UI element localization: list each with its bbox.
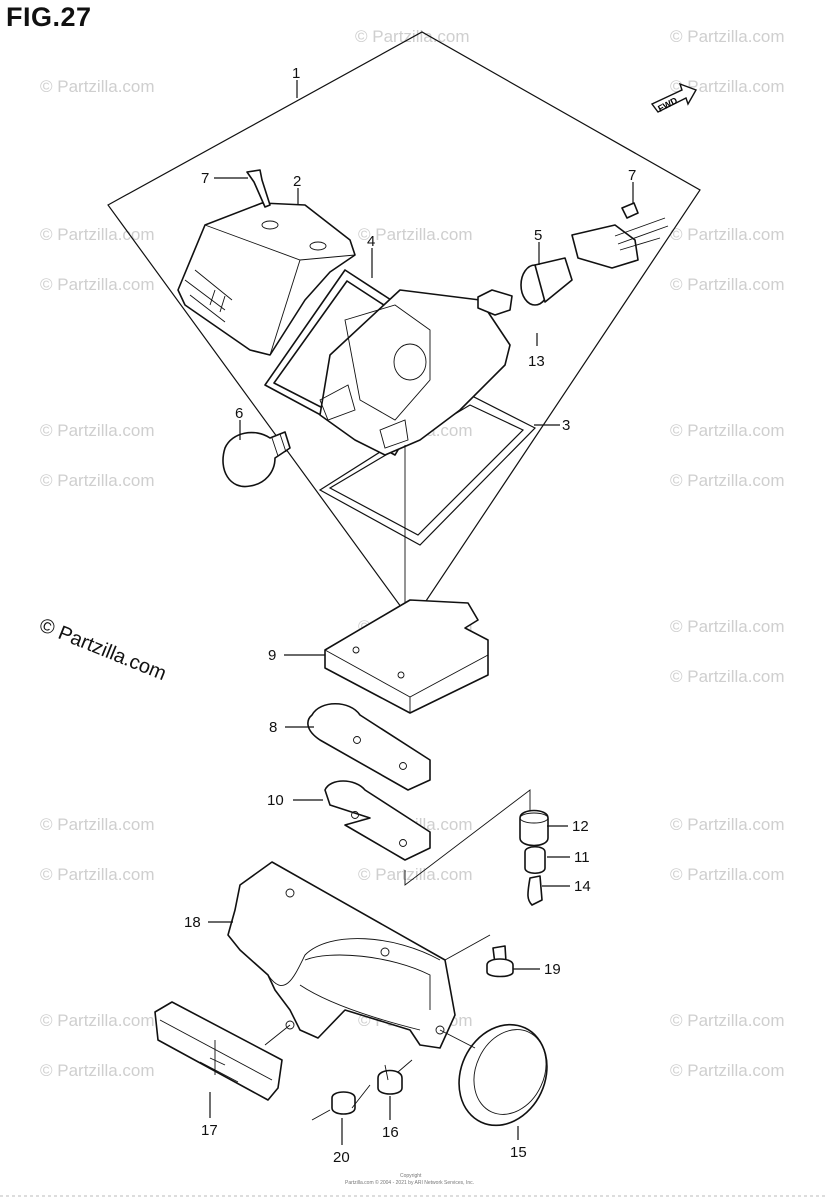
callout-8: 8 <box>269 719 277 736</box>
callout-7: 7 <box>628 167 636 184</box>
callout-1: 1 <box>292 65 300 82</box>
callout-7: 7 <box>201 170 209 187</box>
watermark: © Partzilla.com <box>40 275 155 294</box>
nut-part <box>331 1091 356 1115</box>
callout-3: 3 <box>562 417 570 434</box>
figure-title: FIG.27 <box>6 2 92 32</box>
bulb-part <box>222 431 291 488</box>
callout-13: 13 <box>528 353 545 370</box>
plate-part <box>324 599 489 714</box>
callout-9: 9 <box>268 647 276 664</box>
connector-part <box>477 289 513 316</box>
bracket-plate-part <box>324 780 431 861</box>
watermark: © Partzilla.com <box>670 77 785 96</box>
watermark: © Partzilla.com <box>358 865 473 884</box>
rear-bracket-part <box>227 861 456 1049</box>
copyright-footer: Copyright Partzilla.com © 2004 - 2021 by… <box>345 1173 474 1186</box>
watermark: © Partzilla.com <box>40 77 155 96</box>
lamp-body-part <box>319 289 511 456</box>
callout-5: 5 <box>534 227 542 244</box>
round-reflector-part <box>458 1023 548 1127</box>
watermark: © Partzilla.com <box>670 225 785 244</box>
watermark: © Partzilla.com <box>670 1011 785 1030</box>
callout-20: 20 <box>333 1149 350 1166</box>
watermark: © Partzilla.com <box>670 815 785 834</box>
callout-11: 11 <box>574 849 590 866</box>
watermark: © Partzilla.com <box>40 1011 155 1030</box>
callout-numbers: 1 2 3 4 5 6 7 7 8 9 10 11 12 13 14 15 16… <box>184 65 636 1166</box>
watermark: © Partzilla.com <box>40 865 155 884</box>
watermark: © Partzilla.com <box>670 617 785 636</box>
watermark: © Partzilla.com <box>670 471 785 490</box>
watermark: © Partzilla.com <box>670 421 785 440</box>
watermark-group: © Partzilla.com © Partzilla.com © Partzi… <box>40 27 785 1080</box>
callout-12: 12 <box>572 818 589 835</box>
watermark: © Partzilla.com <box>355 27 470 46</box>
callout-14: 14 <box>574 878 591 895</box>
watermark: © Partzilla.com <box>670 865 785 884</box>
copyright-line: Copyright <box>400 1173 422 1179</box>
watermark: © Partzilla.com <box>40 815 155 834</box>
callout-leaders <box>208 80 634 1145</box>
watermark: © Partzilla.com <box>670 1061 785 1080</box>
screw-part <box>246 169 271 208</box>
lens-housing-part <box>177 202 356 356</box>
watermark: © Partzilla.com <box>40 421 155 440</box>
watermark: © Partzilla.com <box>670 275 785 294</box>
nut-part <box>377 1069 403 1095</box>
flange-bolt-part <box>486 945 514 978</box>
callout-18: 18 <box>184 914 201 931</box>
watermark: © Partzilla.com <box>670 667 785 686</box>
callout-2: 2 <box>293 173 301 190</box>
watermark: © Partzilla.com <box>40 471 155 490</box>
watermark-main: © Partzilla.com <box>36 614 169 685</box>
assembly-box-outline <box>107 31 701 624</box>
callout-4: 4 <box>367 233 375 250</box>
callout-15: 15 <box>510 1144 527 1161</box>
watermark: © Partzilla.com <box>670 27 785 46</box>
bolt-part <box>527 875 543 906</box>
callout-19: 19 <box>544 961 561 978</box>
bracket-plate-part <box>307 703 431 791</box>
callout-10: 10 <box>267 792 284 809</box>
grommet-part <box>519 809 549 847</box>
socket-part <box>520 217 669 306</box>
callout-6: 6 <box>235 405 243 422</box>
watermark: © Partzilla.com <box>358 225 473 244</box>
callout-16: 16 <box>382 1124 399 1141</box>
copyright-line: Partzilla.com © 2004 - 2021 by ARI Netwo… <box>345 1179 474 1186</box>
watermark: © Partzilla.com <box>40 1061 155 1080</box>
collar-part <box>524 845 546 875</box>
watermark: © Partzilla.com <box>40 225 155 244</box>
callout-17: 17 <box>201 1122 218 1139</box>
reflector-part <box>154 1001 283 1101</box>
screw-part <box>621 202 639 219</box>
